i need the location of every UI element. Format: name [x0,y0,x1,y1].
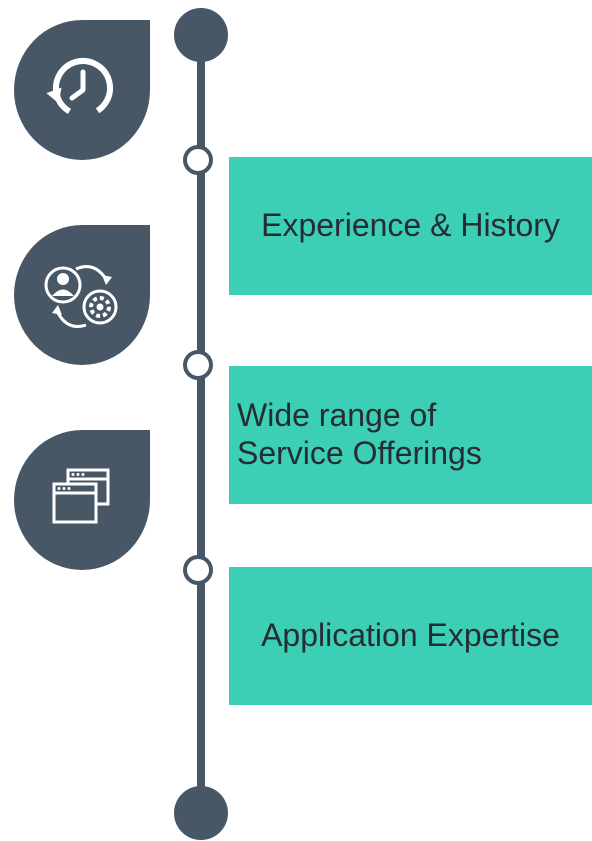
history-clock-icon [46,58,114,118]
timeline-node [183,350,213,380]
card-label: Application Expertise [261,617,560,654]
timeline-line [197,30,205,815]
timeline-card: Experience & History [229,157,592,295]
timeline-node [183,145,213,175]
card-label: Experience & History [261,207,560,244]
icon-bubble [14,20,150,160]
timeline-card: Application Expertise [229,567,592,705]
application-windows-icon [52,468,110,524]
user-gear-cycle-icon [44,265,118,328]
icon-bubble [14,430,150,570]
timeline-node [183,555,213,585]
timeline-start-cap [174,8,228,62]
timeline-card: Wide range of Service Offerings [229,366,592,504]
timeline-end-cap [174,786,228,840]
card-label: Wide range of Service Offerings [237,397,482,471]
icon-bubble [14,225,150,365]
